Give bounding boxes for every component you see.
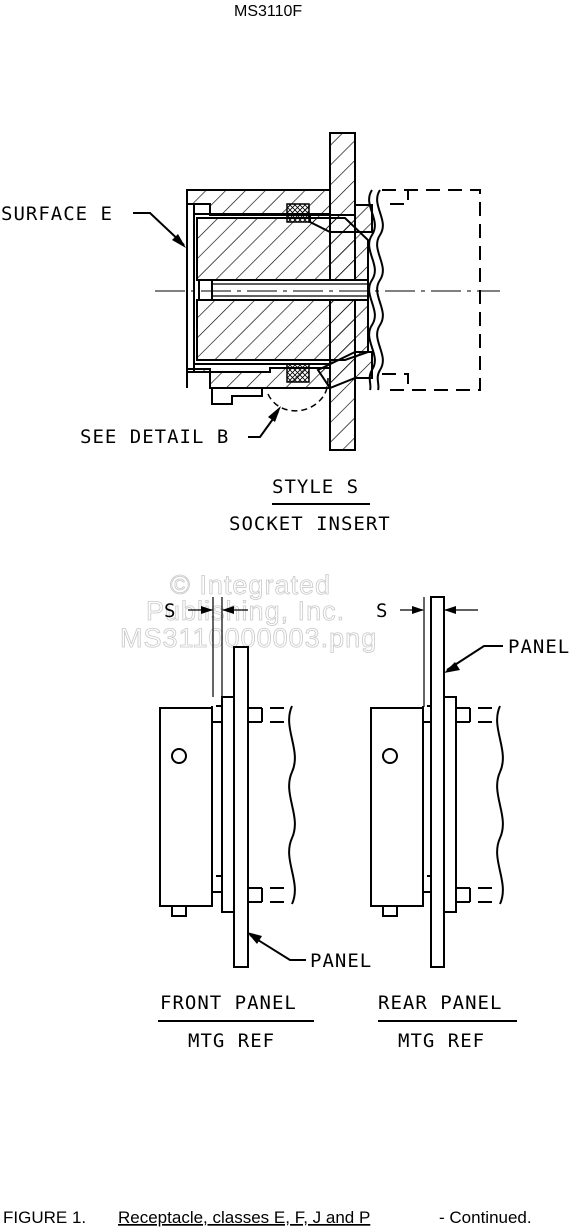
front-s-arrowhead-left <box>201 606 213 614</box>
rear-s-arrowhead-left <box>412 606 424 614</box>
front-panel-plate <box>233 646 249 968</box>
watermark-line-1: © Integrated <box>170 570 331 600</box>
front-panel-mount-view: S PANEL FRONT PANEL MTG REF <box>158 597 372 1052</box>
detail-b-arrowhead <box>268 406 281 422</box>
style-s-section-view: SURFACE E SEE DETAIL B STYLE S SOCKET IN… <box>1 132 500 535</box>
rear-break-line <box>496 705 504 905</box>
watermark: © Integrated Publishing, Inc. MS31100000… <box>120 570 377 654</box>
shell-front-face <box>186 190 195 388</box>
rear-panel-subtitle: MTG REF <box>398 1030 485 1052</box>
front-connector-body <box>159 707 213 907</box>
front-s-label: S <box>164 600 176 622</box>
front-connector-screw <box>171 748 187 764</box>
rear-connector-foot <box>382 905 398 917</box>
front-panel-subtitle: MTG REF <box>188 1030 275 1052</box>
front-mount-flange <box>221 696 235 913</box>
rear-connector-screw <box>382 748 398 764</box>
rear-plug-phantom-bottom <box>456 887 493 903</box>
front-retaining-nub-bottom <box>211 875 222 893</box>
socket-contact <box>198 279 369 301</box>
caption-suffix: - Continued. <box>439 1208 532 1227</box>
shell-lug <box>211 388 263 405</box>
rear-panel-label: PANEL <box>508 636 570 658</box>
front-plug-phantom-top <box>248 707 285 723</box>
front-retaining-nub-top <box>211 705 222 723</box>
rear-retaining-nub-bottom <box>422 875 431 893</box>
break-line-1 <box>368 189 376 391</box>
caption-prefix: FIGURE 1. <box>3 1208 86 1227</box>
front-plug-phantom-bottom <box>248 887 285 903</box>
rear-retaining-nub-top <box>422 705 431 723</box>
rear-panel-title: REAR PANEL <box>378 992 502 1014</box>
front-s-arrowhead-right <box>222 606 234 614</box>
break-line-2 <box>376 189 384 391</box>
style-s-title: STYLE S <box>272 476 359 498</box>
front-connector-foot <box>171 905 187 917</box>
surface-e-label: SURFACE E <box>1 203 113 225</box>
insert-upper <box>196 217 369 281</box>
front-break-line <box>288 705 296 905</box>
see-detail-b-label: SEE DETAIL B <box>80 426 229 448</box>
watermark-line-2: Publishing, Inc. <box>146 596 345 626</box>
rear-panel-mount-view: S PANEL REAR PANEL MTG REF <box>370 596 570 1052</box>
caption-title: Receptacle, classes E, F, J and P <box>118 1208 370 1227</box>
surface-e-leader <box>133 212 185 246</box>
rear-plug-phantom-top <box>456 707 493 723</box>
rear-mount-flange <box>443 696 457 913</box>
mating-plug-phantom <box>382 189 481 391</box>
front-panel-leader <box>249 934 306 961</box>
rear-panel-leader <box>446 645 503 671</box>
mating-plug-step-lower <box>382 373 409 390</box>
rear-connector-body <box>370 707 424 907</box>
socket-insert-subtitle: SOCKET INSERT <box>229 513 391 535</box>
rear-s-label: S <box>376 600 388 622</box>
rear-panel-arrowhead <box>444 662 460 673</box>
mating-plug-step-upper <box>382 189 409 205</box>
seal-ring-lower <box>286 363 310 383</box>
doc-number: MS3110F <box>234 3 302 20</box>
surface-e-arrowhead <box>172 234 186 248</box>
front-panel-title: FRONT PANEL <box>160 992 297 1014</box>
detail-b-leader <box>248 411 279 438</box>
rear-s-arrowhead-right <box>444 606 456 614</box>
front-panel-arrowhead <box>247 932 262 944</box>
front-panel-label: PANEL <box>310 950 372 972</box>
detail-b-circle <box>267 377 329 412</box>
figure-caption: FIGURE 1. Receptacle, classes E, F, J an… <box>3 1208 532 1227</box>
rear-panel-plate <box>430 596 445 968</box>
insert-lower <box>196 299 369 361</box>
